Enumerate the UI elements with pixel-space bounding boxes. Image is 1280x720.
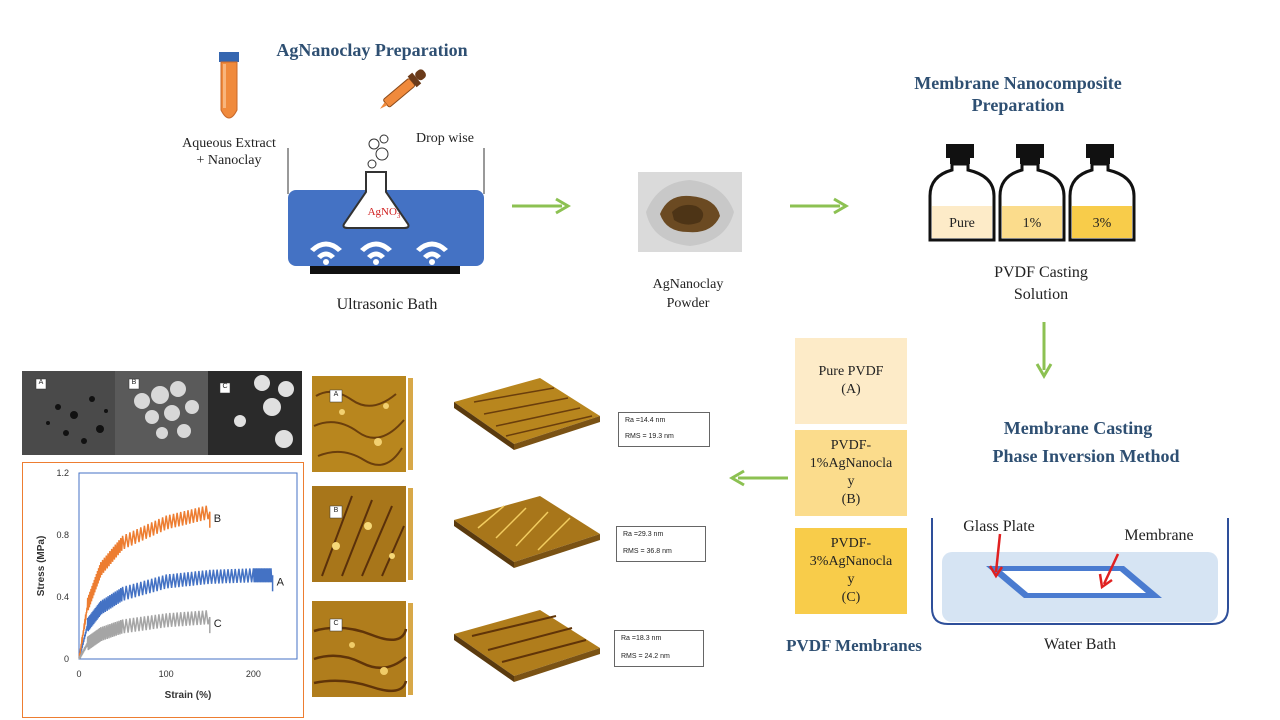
water-bath-diagram xyxy=(931,518,1229,625)
roughness-box-b: Ra =29.3 nm RMS = 36.8 nm xyxy=(616,526,706,562)
x-tick-label: 100 xyxy=(159,669,174,679)
arrow-right-icon xyxy=(512,197,571,215)
y-tick-label: 0.4 xyxy=(56,592,69,602)
afm-2d-image-c xyxy=(312,601,413,697)
x-tick-label: 0 xyxy=(76,669,81,679)
stage-box-3pct: PVDF- 3%AgNanocla y (C) xyxy=(795,528,907,614)
series-line-b xyxy=(78,505,211,659)
rms-value: RMS = 36.8 nm xyxy=(623,548,672,555)
stress-strain-chart: Stress (MPa) Strain (%) 0 0.4 0.8 1.2 0 100 20… xyxy=(22,462,304,718)
agnanoclay-powder-label: AgNanoclay Powder xyxy=(652,277,724,311)
bottles-diagram xyxy=(928,144,1136,242)
dropwise-label: Drop wise xyxy=(416,131,474,146)
rms-value: RMS = 19.3 nm xyxy=(625,433,674,440)
rms-value: RMS = 24.2 nm xyxy=(621,653,670,660)
pvdf-membranes-title: PVDF Membranes xyxy=(786,636,922,655)
roughness-box-c: Ra =18.3 nm RMS = 24.2 nm xyxy=(614,630,704,667)
ra-value: Ra =18.3 nm xyxy=(621,635,662,642)
membrane-label: Membrane xyxy=(1124,527,1194,544)
ultrasonic-bath-diagram xyxy=(287,134,485,274)
sem-label-b: B xyxy=(131,379,137,386)
y-tick-label: 0.8 xyxy=(56,530,69,540)
agno3-label: AgNO3 xyxy=(367,206,401,221)
afm-2d-image-a xyxy=(312,376,413,472)
x-tick-label: 200 xyxy=(246,669,261,679)
sem-images xyxy=(22,371,302,455)
y-tick-label: 0 xyxy=(64,654,69,664)
water-bath-label: Water Bath xyxy=(1043,636,1116,653)
afm-label-b: B xyxy=(333,507,339,514)
series-label-b: B xyxy=(214,513,221,525)
afm-3d-image-a xyxy=(454,378,600,450)
agnanoclay-powder-image xyxy=(638,172,742,252)
roughness-box-a: Ra =14.4 nm RMS = 19.3 nm xyxy=(618,412,710,447)
ra-value: Ra =14.4 nm xyxy=(625,417,666,424)
x-axis-label: Strain (%) xyxy=(165,690,212,701)
membrane-nanocomposite-title: Membrane Nanocomposite Preparation xyxy=(914,73,1122,115)
sem-label-c: C xyxy=(222,383,228,390)
phase-inversion-title: Phase Inversion Method xyxy=(992,446,1180,466)
afm-2d-image-b xyxy=(312,486,413,582)
afm-3d-image-b xyxy=(454,496,600,568)
aqueous-extract-label: Aqueous Extract + Nanoclay xyxy=(182,136,276,168)
pvdf-casting-solution-label: PVDF Casting Solution xyxy=(994,264,1088,303)
bottle-label-1pct: 1% xyxy=(1022,216,1042,231)
stage-box-1pct: PVDF- 1%AgNanocla y (B) xyxy=(795,430,907,516)
plot-area xyxy=(78,472,298,660)
series-line-c xyxy=(78,610,211,660)
afm-label-a: A xyxy=(333,391,339,398)
dropper-icon xyxy=(379,69,426,109)
ra-value: Ra =29.3 nm xyxy=(623,531,664,538)
sem-label-a: A xyxy=(38,379,44,386)
arrow-right-icon xyxy=(790,197,849,215)
membrane-casting-title: Membrane Casting xyxy=(1003,418,1153,438)
agnanoclay-preparation-title: AgNanoclay Preparation xyxy=(276,40,468,60)
glass-plate-label: Glass Plate xyxy=(963,518,1035,535)
afm-3d-image-c xyxy=(454,610,600,682)
test-tube-icon xyxy=(219,52,239,119)
y-tick-label: 1.2 xyxy=(56,468,69,478)
bottle-label-pure: Pure xyxy=(949,216,975,231)
arrow-left-icon xyxy=(729,469,788,487)
bottle-label-3pct: 3% xyxy=(1092,216,1112,231)
series-label-a: A xyxy=(277,576,285,588)
series-label-c: C xyxy=(214,618,222,630)
afm-label-c: C xyxy=(333,620,339,627)
y-axis-label: Stress (MPa) xyxy=(36,536,47,597)
arrow-down-icon xyxy=(1035,322,1053,379)
series-line-a xyxy=(78,568,274,660)
ultrasonic-bath-label: Ultrasonic Bath xyxy=(336,296,438,313)
stage-box-pure: Pure PVDF (A) xyxy=(795,338,907,424)
